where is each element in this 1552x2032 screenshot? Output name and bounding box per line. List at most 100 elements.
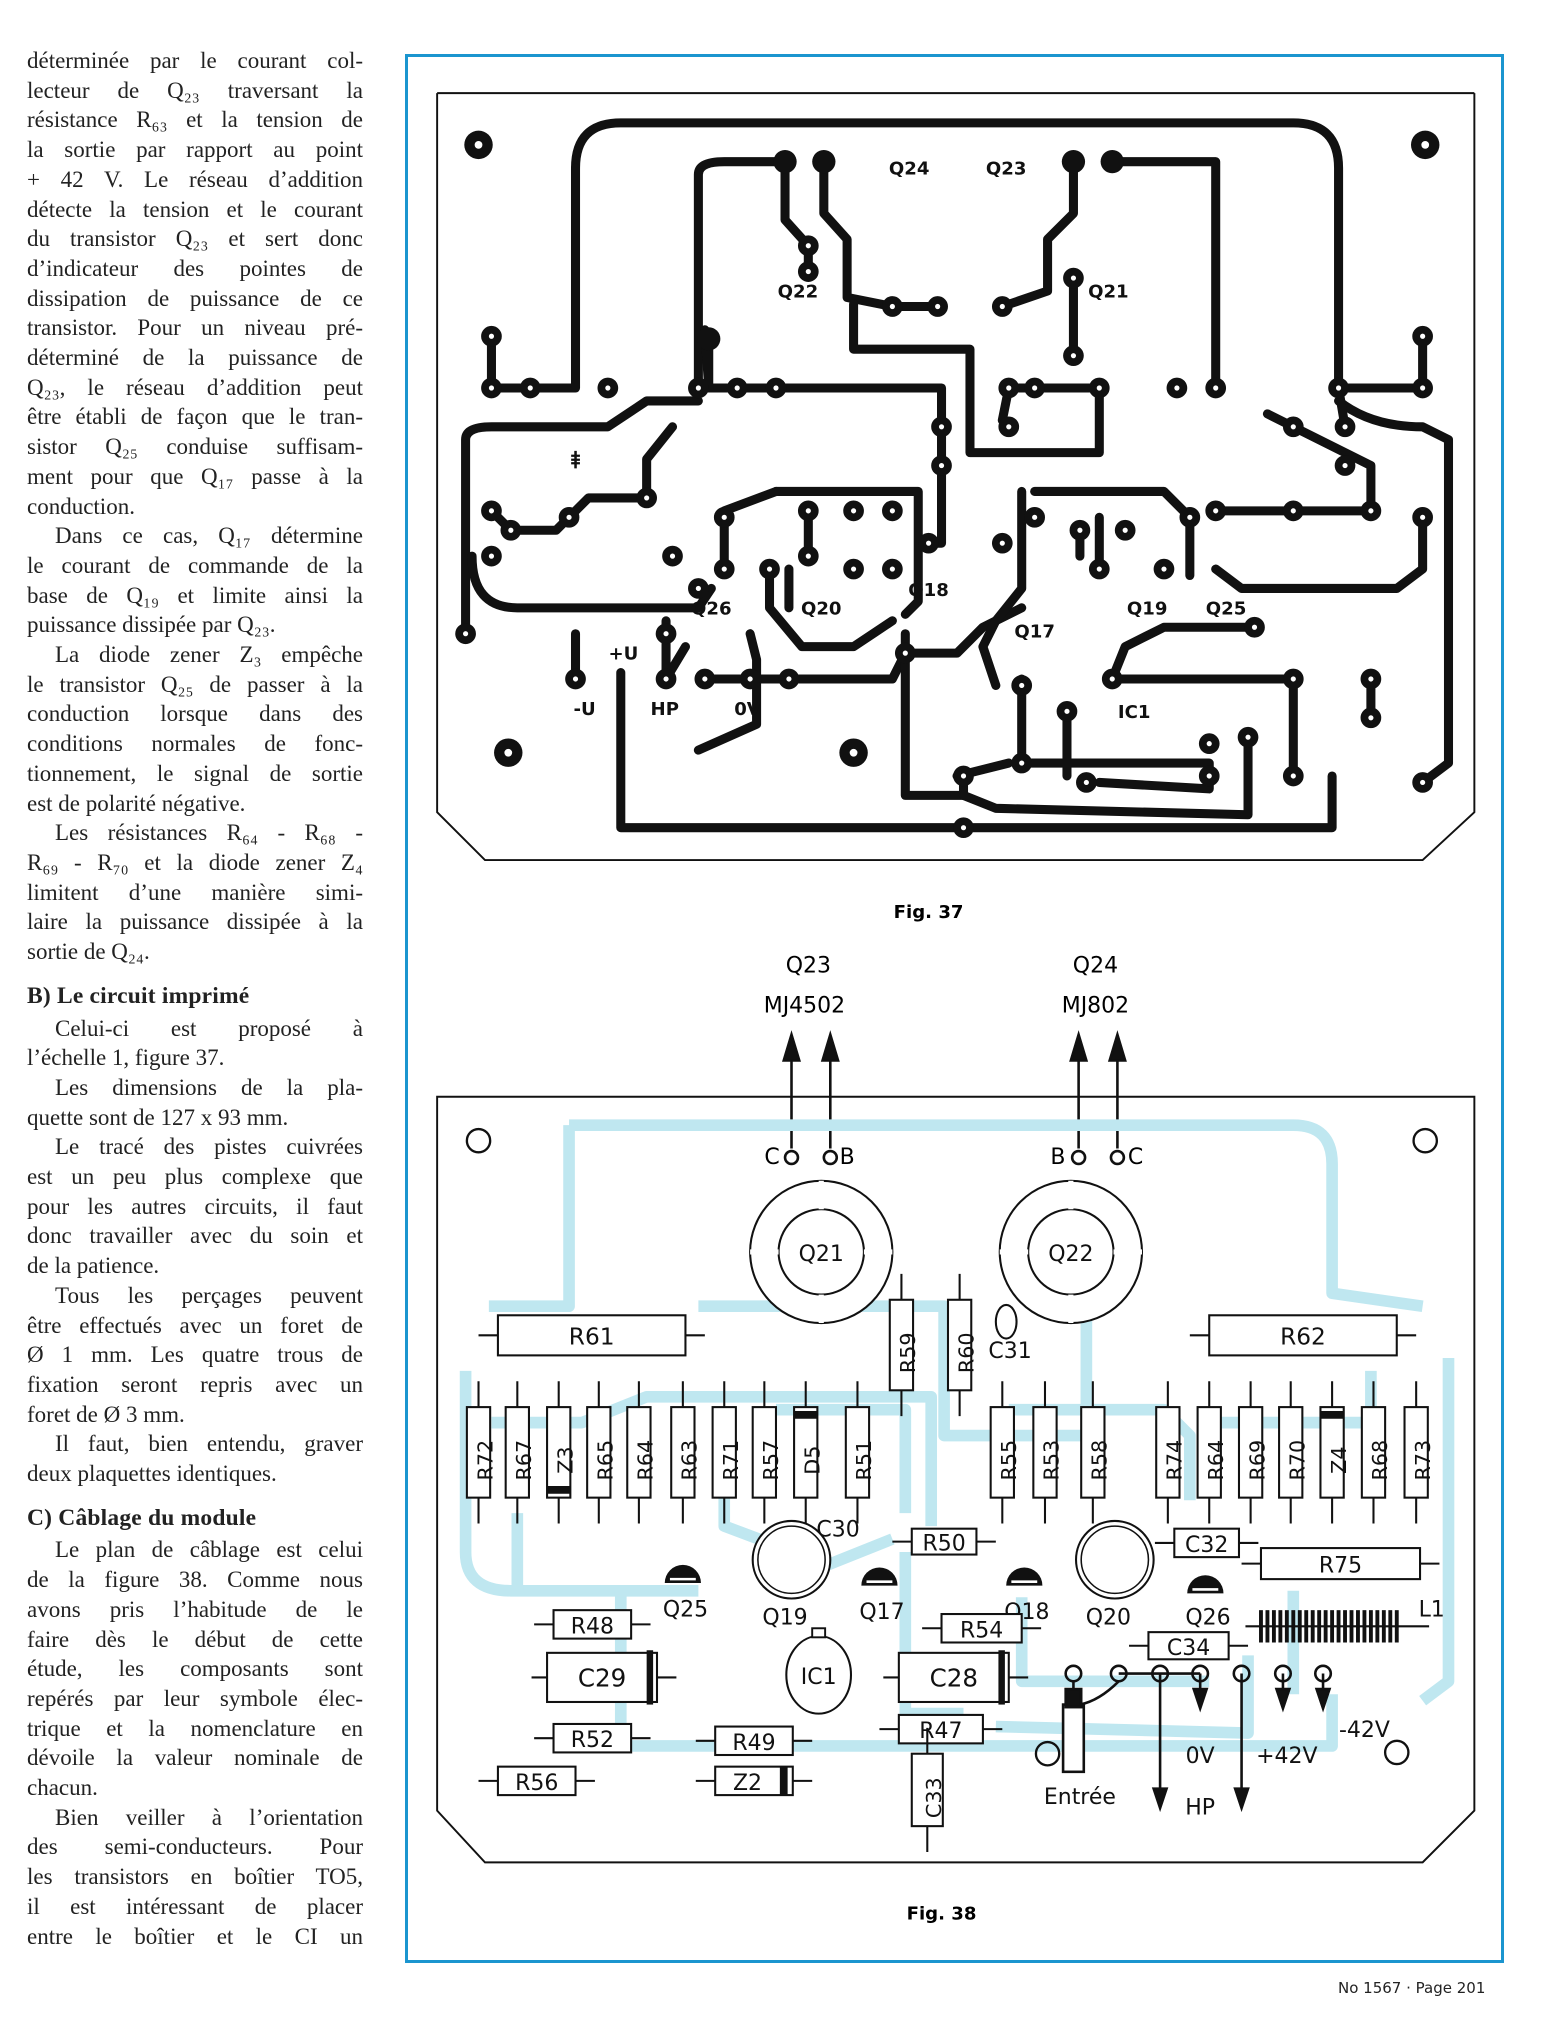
component: R55 bbox=[989, 1381, 1021, 1524]
solder-pad bbox=[739, 668, 761, 690]
component: Q17 bbox=[859, 1567, 905, 1625]
solder-pad bbox=[882, 558, 903, 580]
component: R73 bbox=[1403, 1381, 1435, 1524]
fig38-caption: Fig. 38 bbox=[907, 1903, 977, 1924]
text-line: Dans ce cas, Q₁₇ détermine bbox=[55, 523, 363, 549]
solder-pad bbox=[1360, 668, 1382, 690]
component-label: R64 bbox=[1204, 1440, 1228, 1481]
connection-label: 0V bbox=[1186, 1744, 1215, 1769]
solder-pad bbox=[713, 558, 735, 580]
solder-pad bbox=[455, 623, 476, 645]
connection-label: -42V bbox=[1339, 1718, 1390, 1743]
component: R69 bbox=[1237, 1381, 1269, 1524]
component: R64 bbox=[1196, 1381, 1228, 1524]
text-line: déterminée par le courant col- bbox=[27, 48, 363, 73]
solder-pad bbox=[1011, 675, 1033, 696]
text-line: étude, les composants sont bbox=[27, 1656, 363, 1682]
solder-pad bbox=[894, 642, 916, 664]
text-line: conditions normales de fonc- bbox=[27, 731, 363, 757]
solder-pad bbox=[1412, 377, 1433, 399]
pin-pad bbox=[822, 1149, 839, 1166]
solder-pad bbox=[688, 578, 709, 599]
pcb-label: HP bbox=[651, 699, 679, 720]
q23-label: Q23 bbox=[786, 954, 831, 979]
solder-pad bbox=[726, 377, 748, 399]
pcb-label: Q26 bbox=[691, 598, 732, 619]
component: Z2 bbox=[695, 1765, 813, 1797]
solder-pad bbox=[778, 668, 800, 690]
component: Q26 bbox=[1185, 1575, 1231, 1630]
component: R52 bbox=[534, 1722, 651, 1754]
component: Q21 bbox=[749, 1179, 894, 1325]
text-line: l’échelle 1, figure 37. bbox=[27, 1045, 225, 1071]
component: R57 bbox=[751, 1381, 783, 1524]
component: Q25 bbox=[663, 1564, 708, 1623]
pcb-label: IC1 bbox=[1118, 702, 1151, 723]
pcb-label: -U bbox=[573, 699, 595, 720]
text-line: d’indicateur des pointes de bbox=[27, 255, 363, 281]
component-label: C28 bbox=[930, 1663, 978, 1692]
component: IC1 bbox=[785, 1627, 853, 1715]
component: R56 bbox=[478, 1765, 595, 1797]
component-label: R55 bbox=[997, 1440, 1021, 1481]
solder-pad bbox=[1328, 377, 1349, 399]
solder-pad bbox=[662, 545, 683, 567]
text-line: Les résistances R₆₄ - R₆₈ - bbox=[55, 820, 363, 846]
component-label: R49 bbox=[732, 1731, 775, 1756]
solder-pad bbox=[1334, 455, 1356, 476]
text-line: ment pour que Q₁₇ passe à la bbox=[27, 463, 363, 489]
solder-pad bbox=[1282, 416, 1304, 438]
text-line: Le plan de câblage est celui bbox=[55, 1537, 363, 1563]
component-label: R71 bbox=[719, 1440, 743, 1481]
component-label: R59 bbox=[896, 1332, 920, 1373]
solder-pad bbox=[931, 455, 952, 476]
solder-pad bbox=[558, 506, 580, 528]
text-line: sistor Q₂₅ conduise suffisam- bbox=[27, 434, 363, 460]
component: C29 bbox=[531, 1650, 677, 1705]
component: Q20 bbox=[1074, 1519, 1155, 1630]
solder-pad bbox=[565, 668, 586, 690]
component-label: R50 bbox=[922, 1532, 965, 1557]
fig37-caption: Fig. 37 bbox=[894, 902, 964, 923]
text-line: la sortie par rapport au point bbox=[27, 137, 363, 163]
solder-pad bbox=[694, 668, 716, 690]
solder-pad bbox=[1179, 506, 1201, 528]
component-label: R63 bbox=[678, 1440, 702, 1481]
pin-label: B bbox=[840, 1145, 855, 1170]
solder-pad bbox=[1244, 616, 1265, 638]
solder-pad bbox=[1076, 772, 1097, 793]
component: R68 bbox=[1360, 1381, 1392, 1524]
connection-label: +42V bbox=[1256, 1744, 1317, 1769]
solder-pad bbox=[998, 416, 1020, 438]
solder-pad bbox=[931, 416, 952, 438]
paragraph: Les dimensions de la pla-quette sont de … bbox=[27, 1073, 363, 1132]
solder-pad bbox=[597, 377, 619, 399]
pcb-label: Q19 bbox=[1127, 598, 1168, 619]
solder-pad bbox=[1101, 668, 1123, 690]
output-arrows bbox=[782, 1030, 1127, 1149]
solder-pad bbox=[1063, 345, 1084, 367]
component-label: R48 bbox=[571, 1614, 614, 1639]
text-line: des semi-conducteurs. Pour bbox=[27, 1834, 363, 1860]
text-line: le transistor Q₂₅ de passer à la bbox=[27, 671, 363, 697]
text-line: est un peu plus complexe que bbox=[27, 1164, 363, 1190]
solder-pad bbox=[1024, 506, 1045, 528]
component-label: R67 bbox=[512, 1440, 536, 1481]
component: R61 bbox=[478, 1314, 705, 1357]
text-line: Celui-ci est proposé à bbox=[55, 1015, 363, 1041]
text-line: limitent d’une manière simi- bbox=[27, 879, 363, 905]
component-label: R69 bbox=[1245, 1440, 1269, 1481]
component: Q19 bbox=[751, 1519, 832, 1630]
mounting-holes bbox=[465, 1127, 1439, 1767]
solder-pad bbox=[655, 623, 677, 645]
solder-pad bbox=[1282, 765, 1304, 787]
